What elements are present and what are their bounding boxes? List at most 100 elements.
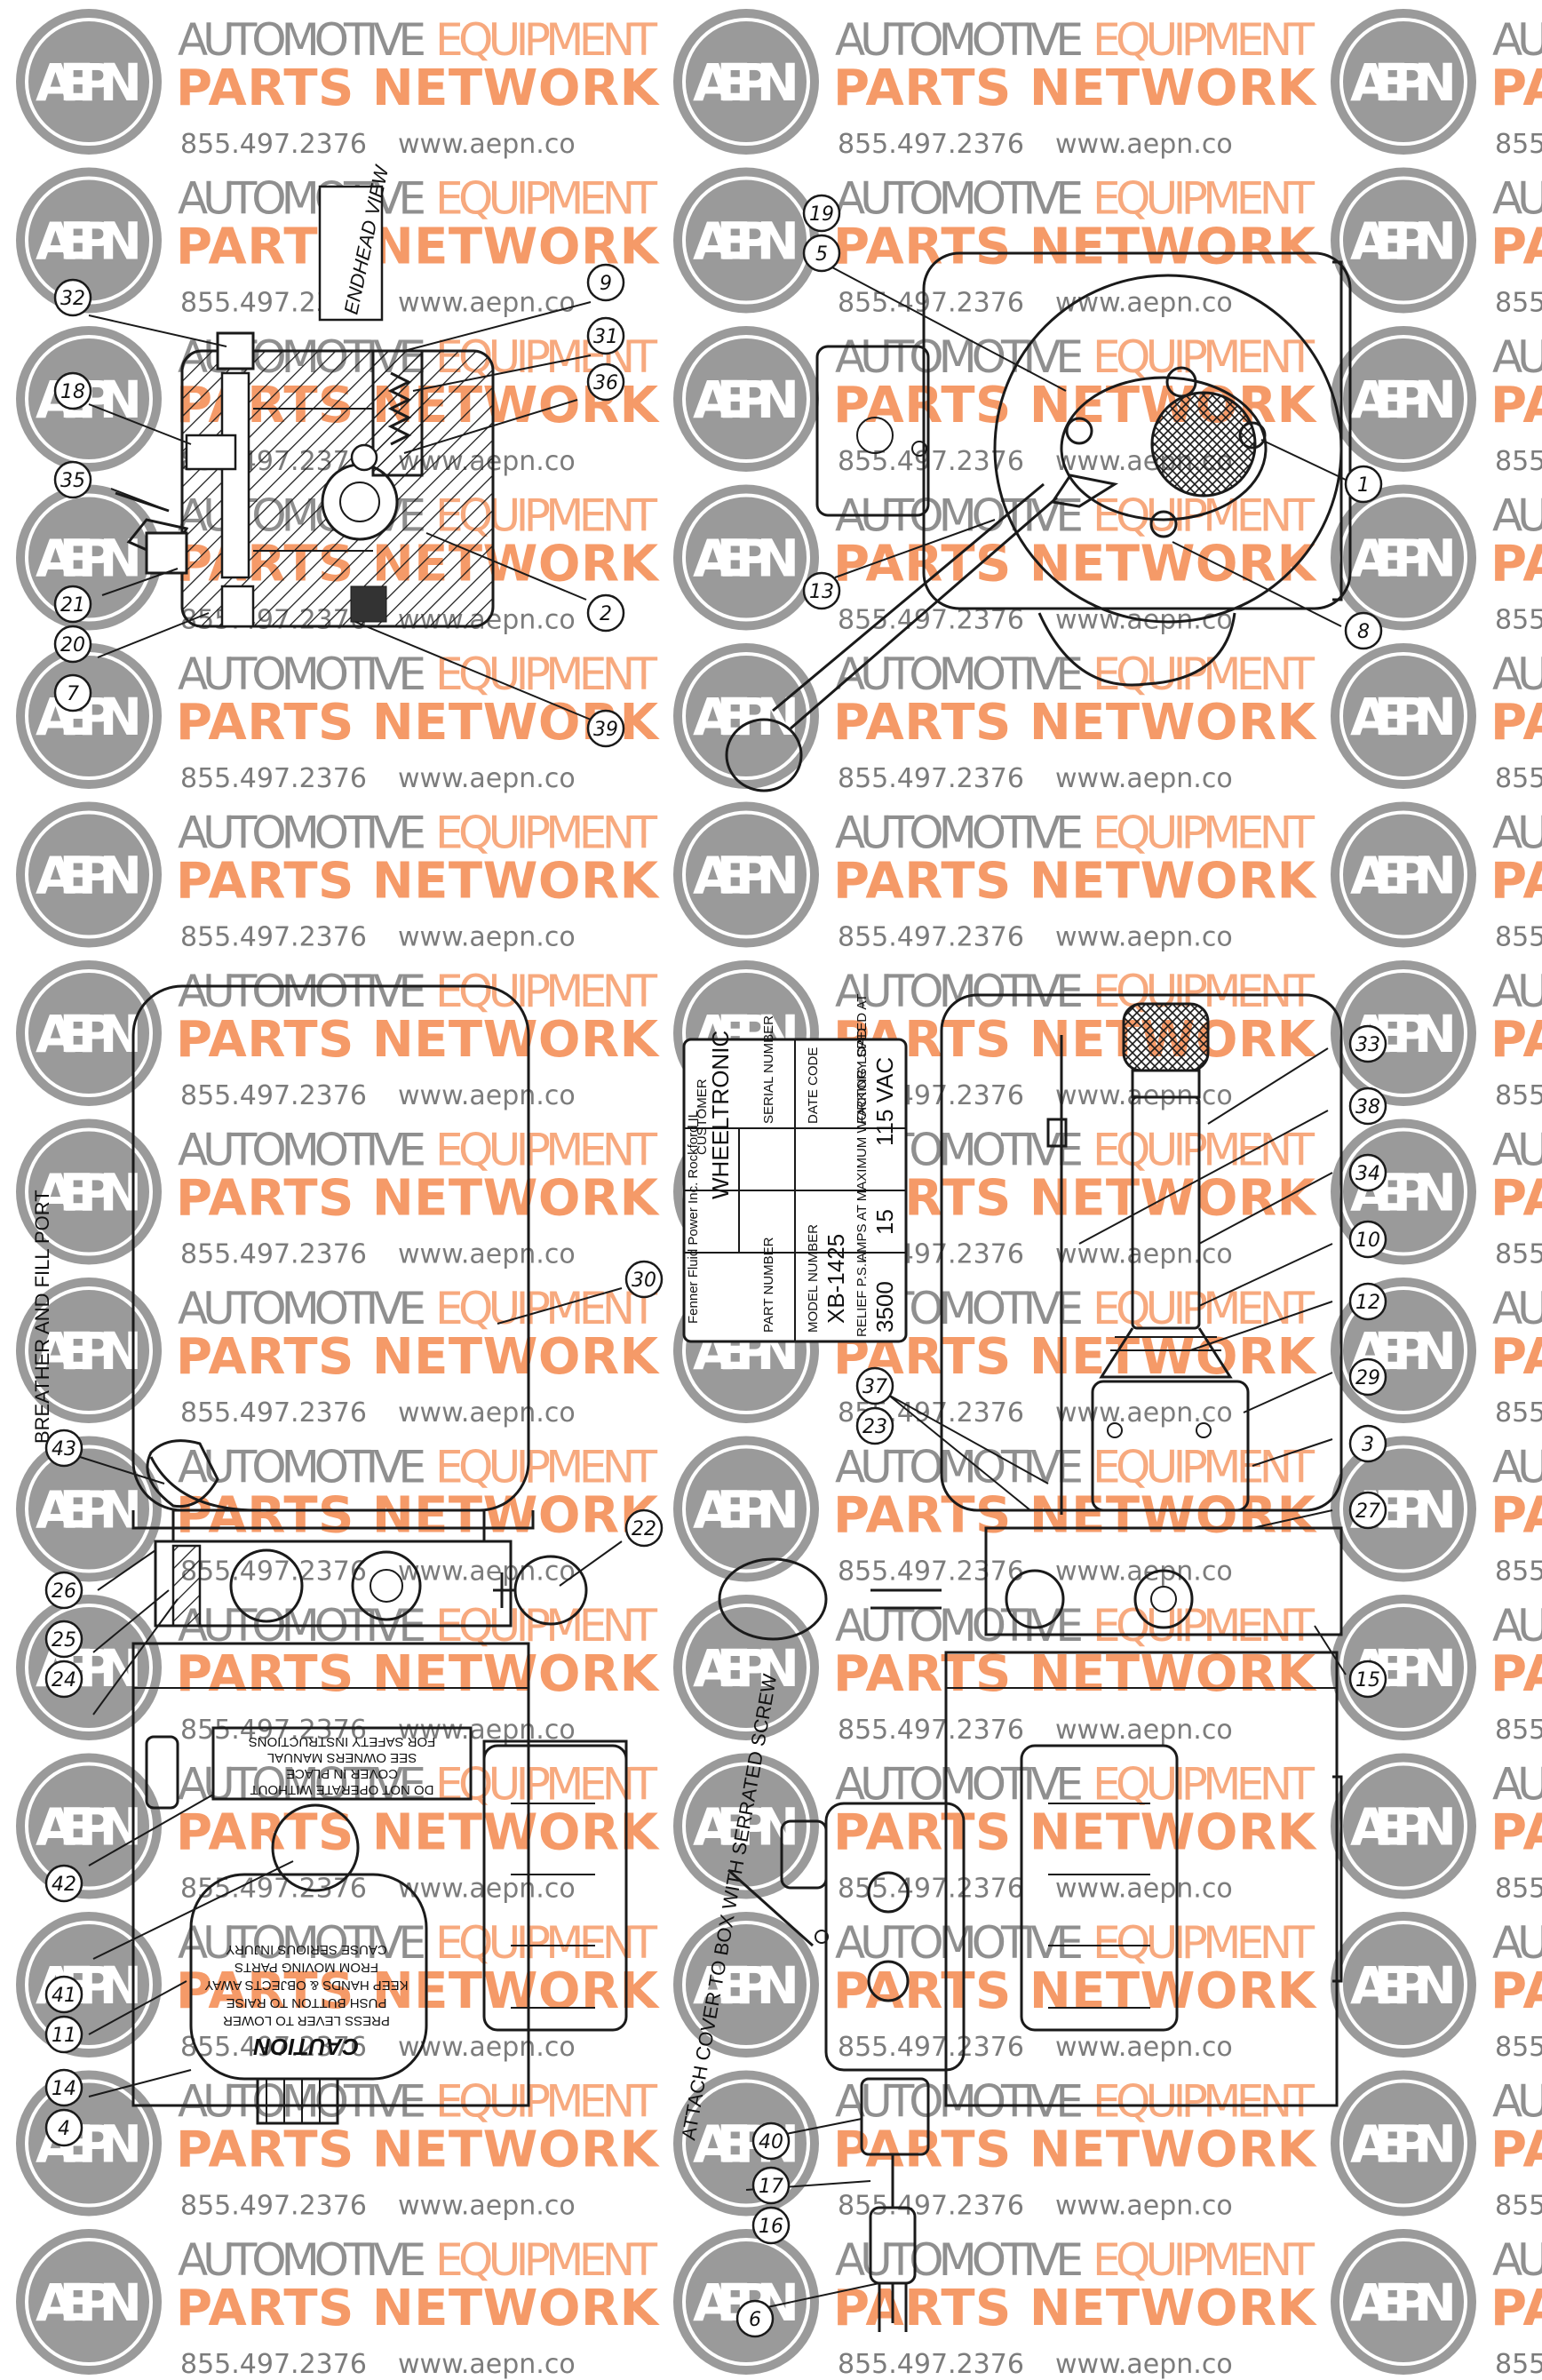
watermark-badge-text: AEPN <box>36 1163 142 1223</box>
aepn-badge-icon <box>1331 326 1476 472</box>
watermark-phone: 855.497.2376 <box>1495 605 1542 636</box>
watermark-automotive: AUTOMOTIVE <box>835 966 1084 1017</box>
svg-text:31: 31 <box>593 326 618 348</box>
svg-text:2: 2 <box>600 603 612 625</box>
watermark-parts-network: PARTS NETWORK <box>833 694 1318 752</box>
watermark-parts-network: PARTS NETWORK <box>833 1962 1318 2020</box>
watermark-badge-text: AEPN <box>1350 2114 1457 2175</box>
watermark-phone: 855.497.2376 <box>1495 763 1542 794</box>
aepn-badge-ring <box>25 969 153 1097</box>
watermark-automotive: AUTOMOTIVE <box>835 649 1084 700</box>
watermark-phone: 855.497.2376 <box>1495 288 1542 319</box>
aepn-badge-icon <box>673 167 819 314</box>
svg-text:9: 9 <box>600 273 612 295</box>
watermark-url: www.aepn.co <box>1055 922 1233 953</box>
svg-text:40: 40 <box>759 2131 783 2153</box>
watermark-phone: 855.497.2376 <box>838 2191 1024 2222</box>
watermark-phone: 855.497.2376 <box>1495 2191 1542 2222</box>
watermark-phone: 855.497.2376 <box>1495 1874 1542 1905</box>
watermark-phone: 855.497.2376 <box>838 288 1024 319</box>
svg-text:1: 1 <box>1357 474 1370 497</box>
watermark-phone: 855.497.2376 <box>180 763 367 794</box>
svg-text:15: 15 <box>1355 1669 1380 1691</box>
watermark-url: www.aepn.co <box>1055 1874 1233 1905</box>
svg-text:35: 35 <box>60 470 85 492</box>
watermark-automotive: AUTOMOTIVE <box>1492 1283 1542 1334</box>
svg-text:37: 37 <box>862 1376 887 1398</box>
watermark-url: www.aepn.co <box>1055 288 1233 319</box>
aepn-badge-icon <box>1331 484 1476 631</box>
watermark-automotive: AUTOMOTIVE <box>178 966 426 1017</box>
aepn-badge-icon <box>673 326 819 472</box>
aepn-badge-icon <box>16 960 162 1106</box>
watermark-automotive: AUTOMOTIVE <box>835 1917 1084 1969</box>
aepn-badge-icon <box>16 1753 162 1899</box>
watermark-parts-network: PARTS NETWORK <box>176 853 661 911</box>
svg-text:3: 3 <box>1362 1434 1374 1456</box>
aepn-badge-ring <box>25 1445 153 1573</box>
svg-text:20: 20 <box>60 634 85 657</box>
watermark-url: www.aepn.co <box>1055 1556 1233 1588</box>
watermark-badge-text: AEPN <box>693 1955 799 2016</box>
aepn-badge-ring <box>682 493 810 622</box>
watermark-automotive: AUTOMOTIVE <box>178 14 426 66</box>
nameplate-amps: 15 <box>871 1209 898 1235</box>
watermark-automotive: AUTOMOTIVE <box>1492 490 1542 542</box>
aepn-badge-icon <box>16 2070 162 2217</box>
caution-line-2: PUSH BUTTON TO RAISE <box>227 1995 387 2010</box>
warning-line-1: DO NOT OPERATE WITHOUT <box>250 1782 434 1797</box>
watermark-parts-network: PARTS NETWORK <box>833 1804 1318 1862</box>
watermark-url: www.aepn.co <box>398 2032 576 2063</box>
watermark-url: www.aepn.co <box>398 129 576 160</box>
aepn-badge-icon <box>1331 960 1476 1106</box>
watermark-parts-network: PARTS NETWORK <box>1490 1011 1542 1069</box>
callout-39: 39 <box>586 709 625 748</box>
watermark-automotive: AUTOMOTIVE <box>178 1283 426 1334</box>
watermark-badge-text: AEPN <box>693 846 799 906</box>
aepn-badge-icon <box>673 1912 819 2058</box>
watermark-automotive: AUTOMOTIVE <box>835 2234 1084 2286</box>
watermark-equipment: EQUIPMENT <box>1093 1759 1315 1811</box>
aepn-badge-ring <box>25 1604 153 1731</box>
callout-18: 18 <box>53 371 92 410</box>
callout-19: 19 <box>802 194 841 233</box>
aepn-badge-ring <box>1339 1921 1467 2049</box>
callout-13: 13 <box>802 571 841 610</box>
watermark-badge-text: AEPN <box>36 846 142 906</box>
watermark-parts-network: PARTS NETWORK <box>833 536 1318 593</box>
watermark-equipment: EQUIPMENT <box>435 14 657 66</box>
watermark-equipment: EQUIPMENT <box>1093 1125 1315 1176</box>
aepn-badge-icon <box>673 1436 819 1582</box>
watermark-url: www.aepn.co <box>1055 2349 1233 2380</box>
watermark-equipment: EQUIPMENT <box>1093 331 1315 383</box>
watermark-phone: 855.497.2376 <box>180 2032 367 2063</box>
watermark-parts-network: PARTS NETWORK <box>1490 377 1542 434</box>
svg-text:13: 13 <box>809 581 834 603</box>
watermark-automotive: AUTOMOTIVE <box>835 1442 1084 1493</box>
aepn-badge-icon <box>1331 2229 1476 2375</box>
svg-text:26: 26 <box>52 1580 76 1603</box>
aepn-badge-icon <box>16 484 162 631</box>
watermark-badge-text: AEPN <box>693 687 799 747</box>
aepn-badge-ring <box>25 1921 153 2049</box>
watermark-url: www.aepn.co <box>1055 763 1233 794</box>
watermark-automotive: AUTOMOTIVE <box>1492 808 1542 859</box>
watermark-phone: 855.497.2376 <box>1495 1556 1542 1588</box>
aepn-badge-icon <box>673 2229 819 2375</box>
watermark-parts-network: PARTS NETWORK <box>176 1962 661 2020</box>
svg-text:17: 17 <box>759 2176 783 2198</box>
callout-5: 5 <box>802 234 841 273</box>
watermark-automotive: AUTOMOTIVE <box>1492 173 1542 225</box>
nameplate-maker: Fenner Fluid Power Inc. Rockford IL <box>686 1110 701 1324</box>
aepn-badge-icon <box>16 1118 162 1265</box>
